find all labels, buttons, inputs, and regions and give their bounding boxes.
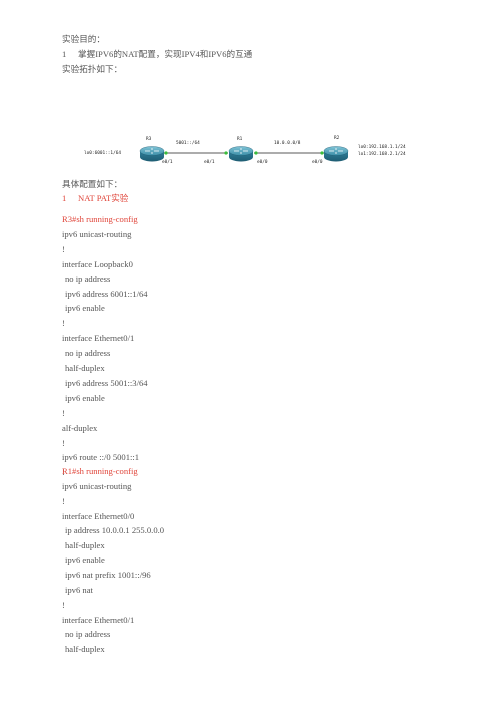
link-r3-r1-label: 5001::/64: [176, 141, 200, 146]
config-line: ipv6 enable: [65, 392, 105, 403]
router-r3-icon: [139, 146, 165, 162]
config-line: no ip address: [65, 629, 111, 640]
config-line: !: [62, 243, 65, 254]
config-line: !: [62, 407, 65, 418]
router-r2-icon: [323, 146, 349, 162]
config-section-number: 1: [62, 193, 67, 203]
config-line: ip address 10.0.0.1 255.0.0.0: [65, 525, 165, 536]
router-r3-label: R3: [146, 137, 152, 142]
config-line: no ip address: [65, 348, 111, 359]
purpose-item: 1 掌握IPV6的NAT配置，实现IPV4和IPV6的互通: [62, 49, 252, 60]
r2-e00-label: e0/0: [312, 160, 323, 165]
router-r1-label: R1: [237, 137, 243, 142]
config-line: !: [62, 437, 65, 448]
router-r1-icon: [228, 146, 254, 162]
config-line: ipv6 unicast-routing: [62, 228, 132, 239]
config-line: half-duplex: [65, 644, 105, 655]
r3-loopback-label: lo0:6001::1/64: [84, 151, 122, 156]
r2-lo1-label: lo1:192.168.2.1/24: [358, 152, 406, 157]
config-line: alf-duplex: [62, 422, 98, 433]
config-line: ipv6 nat prefix 1001::/96: [65, 569, 151, 580]
link-status-dot: [164, 151, 168, 155]
config-line: interface Loopback0: [62, 258, 133, 269]
config-section-text: NAT PAT实验: [78, 193, 129, 203]
config-line: half-duplex: [65, 363, 105, 373]
config-title: 具体配置如下：: [62, 179, 123, 189]
purpose-item-text: 掌握IPV6的NAT配置，实现IPV4和IPV6的互通: [78, 49, 253, 59]
config-line: interface Ethernet0/1: [62, 333, 135, 344]
router-r2-label: R2: [334, 136, 340, 141]
link-status-dot: [224, 151, 228, 155]
link-status-dot: [320, 151, 324, 155]
r1-config-heading: R1#sh running-config: [62, 466, 138, 476]
config-line: ipv6 address 5001::3/64: [65, 377, 148, 388]
config-line: !: [62, 599, 65, 610]
config-line: half-duplex: [65, 540, 105, 551]
config-line: ipv6 nat: [65, 584, 93, 595]
config-line: no ip address: [65, 273, 111, 284]
config-line: !: [62, 318, 65, 329]
r2-lo0-label: lo0:192.168.1.1/24: [358, 145, 406, 150]
link-r1-r2-label: 10.0.0.0/8: [274, 141, 301, 146]
config-section-heading: 1 NAT PAT实验: [62, 193, 128, 204]
r1-e01-label: e0/1: [204, 160, 215, 165]
r3-config-heading: R3#sh running-config: [62, 214, 138, 224]
purpose-title: 实验目的：: [62, 34, 105, 44]
config-line: ipv6 unicast-routing: [62, 480, 132, 491]
config-line: interface Ethernet0/0: [62, 510, 135, 521]
link-status-dot: [254, 151, 258, 155]
config-line: ipv6 enable: [65, 555, 105, 566]
r3-e01-label: e0/1: [162, 160, 173, 165]
config-line: !: [62, 495, 65, 506]
purpose-item-number: 1: [62, 49, 67, 59]
config-line: ipv6 route ::/0 5001::1: [62, 452, 140, 463]
config-line: interface Ethernet0/1: [62, 614, 135, 625]
config-line: ipv6 address 6001::1/64: [65, 288, 148, 299]
r1-e00-label: e0/0: [257, 160, 268, 165]
topology-title: 实验拓扑如下：: [62, 64, 123, 74]
config-line: !: [62, 467, 65, 478]
config-line: ipv6 enable: [65, 303, 105, 314]
